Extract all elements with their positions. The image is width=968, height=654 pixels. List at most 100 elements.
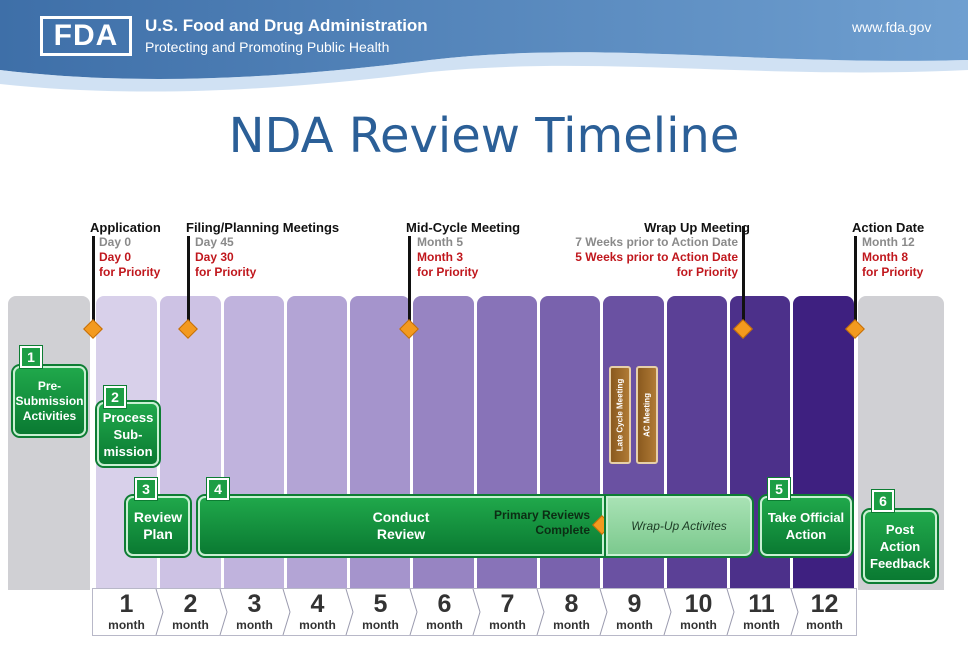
milestone-title: Mid-Cycle Meeting: [406, 220, 521, 235]
milestone-filing-planning: Filing/Planning Meetings Day 45 Day 30 f…: [186, 220, 339, 280]
step-pre-submission: Pre- Submission Activities: [13, 366, 86, 436]
month-unit: month: [108, 618, 145, 632]
step-conduct-review: Conduct Review: [198, 496, 604, 556]
milestone-mid-cycle: Mid-Cycle Meeting Month 5 Month 3 for Pr…: [406, 220, 520, 280]
step-number-6: 6: [872, 490, 894, 512]
late-cycle-meeting-label: Late Cycle Meeting: [615, 378, 625, 452]
step-label: Process: [102, 409, 154, 425]
ac-meeting-label: AC Meeting: [642, 393, 652, 437]
month-unit: month: [553, 618, 590, 632]
month-number: 7: [500, 590, 515, 618]
step-label: Action: [785, 527, 827, 542]
month-number: 5: [373, 590, 388, 618]
milestone-standard: Month 5: [417, 235, 463, 249]
month-number: 11: [748, 590, 775, 618]
banner-wave: [0, 0, 968, 92]
wrap-up-activities-label: Wrap-Up Activites: [631, 519, 727, 533]
step-number-5: 5: [768, 478, 790, 500]
month-unit: month: [680, 618, 717, 632]
step-number-2: 2: [104, 386, 126, 408]
milestone-wrap-up: Wrap Up Meeting 7 Weeks prior to Action …: [540, 220, 750, 280]
step-label: Review: [133, 509, 183, 525]
month-unit: month: [426, 618, 463, 632]
milestone-priority: Day 0: [99, 250, 132, 264]
step-label: Action: [879, 538, 921, 554]
month-unit: month: [806, 618, 843, 632]
milestone-pole-filing: [187, 236, 190, 336]
month-number: 4: [310, 590, 325, 618]
step-label: Plan: [143, 526, 173, 542]
header-banner: FDA U.S. Food and Drug Administration Pr…: [0, 0, 968, 120]
milestone-standard: 7 Weeks prior to Action Date: [575, 235, 738, 249]
milestone-title: Wrap Up Meeting: [644, 220, 750, 235]
ac-meeting: AC Meeting: [636, 366, 658, 464]
month-unit: month: [299, 618, 336, 632]
milestone-pole-action-date: [854, 236, 857, 336]
step-label: Submission: [15, 393, 84, 408]
month-number: 1: [119, 590, 134, 618]
step-number-1: 1: [20, 346, 42, 368]
pre-submission-column: [8, 296, 90, 590]
month-axis-chevrons: [155, 589, 799, 635]
step-process-submission: Process Sub- mission: [97, 402, 159, 466]
primary-reviews-line2: Complete: [535, 523, 590, 537]
step-label: Post: [885, 521, 915, 537]
milestone-priority-note: for Priority: [417, 265, 479, 279]
month-number: 10: [684, 590, 713, 618]
month-number: 9: [627, 590, 642, 618]
step-post-action-feedback: Post Action Feedback: [863, 510, 937, 582]
fda-logo: FDA: [40, 16, 132, 56]
step-label: Pre-: [37, 378, 62, 393]
primary-reviews-complete: Primary Reviews Complete: [470, 508, 590, 538]
wrap-up-activities: Wrap-Up Activites: [606, 496, 752, 556]
step-label: Review: [376, 526, 426, 542]
milestone-standard: Month 12: [862, 235, 915, 249]
milestone-priority: Month 3: [417, 250, 463, 264]
milestone-priority: 5 Weeks prior to Action Date: [575, 250, 738, 264]
milestone-pole-wrap-up: [742, 226, 745, 336]
step-number-3: 3: [135, 478, 157, 500]
milestone-standard: Day 45: [195, 235, 234, 249]
month-unit: month: [236, 618, 273, 632]
month-unit: month: [743, 618, 780, 632]
step-number-4: 4: [207, 478, 229, 500]
month-number: 12: [810, 590, 839, 618]
milestone-title: Application: [90, 220, 161, 235]
month-unit: month: [362, 618, 399, 632]
milestone-title: Action Date: [852, 220, 925, 235]
month-unit: month: [616, 618, 653, 632]
milestone-priority-note: for Priority: [862, 265, 924, 279]
step-label: Activities: [22, 408, 77, 423]
month-number: 2: [183, 590, 198, 618]
slide-title: NDA Review Timeline: [228, 108, 740, 164]
agency-url[interactable]: www.fda.gov: [852, 19, 932, 35]
step-label: Conduct: [372, 509, 430, 525]
step-review-plan: Review Plan: [126, 496, 190, 556]
step-label: mission: [103, 443, 153, 459]
agency-name: U.S. Food and Drug Administration: [145, 16, 428, 35]
milestone-priority: Month 8: [862, 250, 908, 264]
milestone-priority-note: for Priority: [676, 265, 738, 279]
milestone-application: Application Day 0 Day 0 for Priority: [90, 220, 161, 280]
month-unit: month: [489, 618, 526, 632]
step-label: Take Official: [767, 510, 845, 525]
month-unit: month: [172, 618, 209, 632]
milestone-title: Filing/Planning Meetings: [186, 220, 340, 235]
milestone-standard: Day 0: [99, 235, 132, 249]
milestone-priority-note: for Priority: [195, 265, 257, 279]
month-number: 6: [437, 590, 452, 618]
primary-reviews-line1: Primary Reviews: [493, 508, 590, 522]
